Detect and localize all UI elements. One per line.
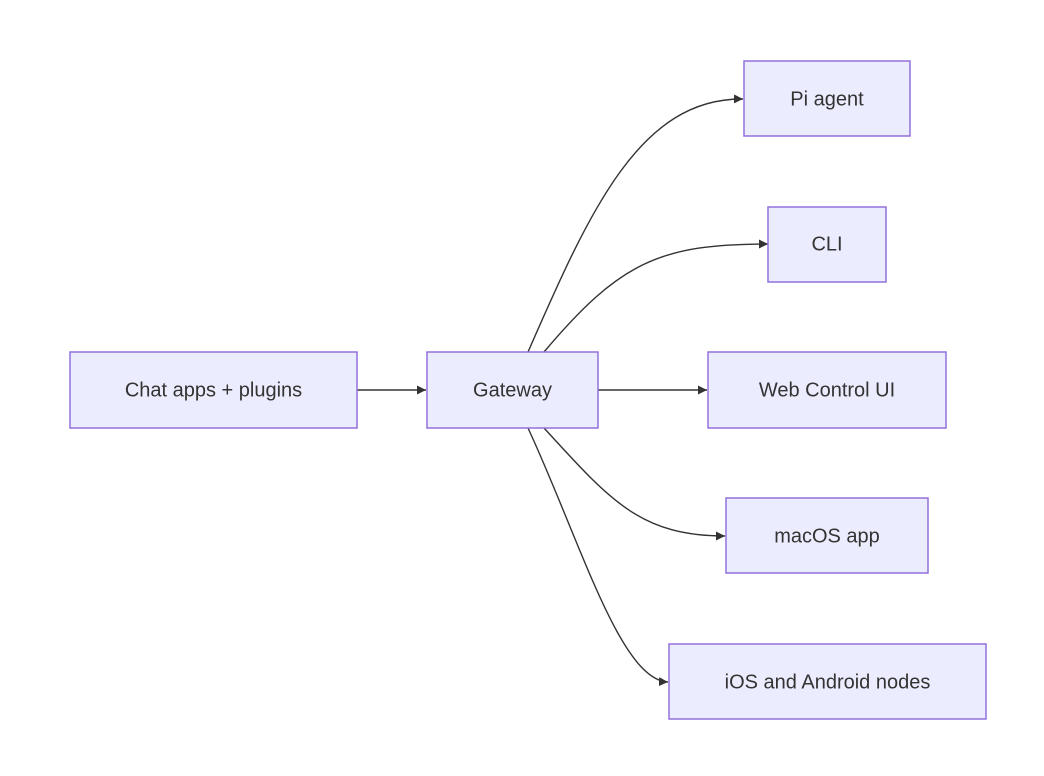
edge-gateway-to-pi-agent [527, 94, 744, 353]
node-cli: CLI [767, 206, 887, 283]
edge-gateway-to-cli [543, 239, 769, 353]
node-label: iOS and Android nodes [725, 671, 931, 693]
node-ios-android-nodes: iOS and Android nodes [668, 643, 987, 720]
node-label: CLI [811, 233, 842, 255]
edges [357, 94, 769, 687]
node-pi-agent: Pi agent [743, 60, 911, 137]
edge-gateway-to-macos-app [543, 427, 726, 541]
node-chat-apps-plugins: Chat apps + plugins [69, 351, 358, 429]
node-label: Gateway [473, 379, 552, 401]
node-label: macOS app [774, 525, 880, 547]
node-label: Pi agent [790, 88, 864, 110]
node-gateway: Gateway [426, 351, 599, 429]
edge-gateway-to-ios-android-nodes [527, 427, 669, 687]
node-label: Chat apps + plugins [125, 379, 302, 401]
node-label: Web Control UI [759, 379, 895, 401]
node-web-control-ui: Web Control UI [707, 351, 947, 429]
node-macos-app: macOS app [725, 497, 929, 574]
